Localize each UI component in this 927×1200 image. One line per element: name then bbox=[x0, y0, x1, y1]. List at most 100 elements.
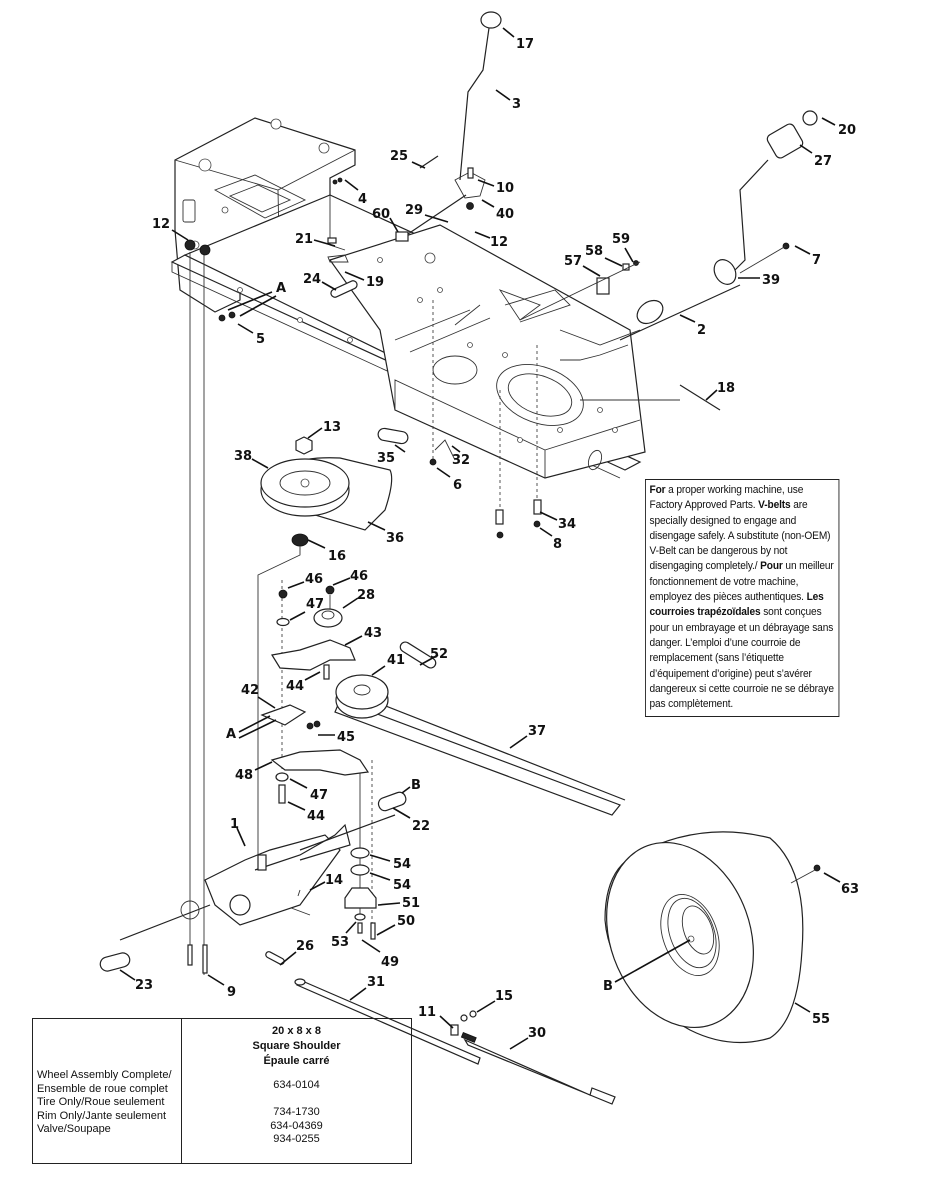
table-header: Épaule carré bbox=[263, 1055, 330, 1067]
svg-text:24: 24 bbox=[303, 272, 321, 287]
svg-text:51: 51 bbox=[402, 896, 420, 911]
svg-text:17: 17 bbox=[516, 37, 534, 52]
engine-pulley-assembly bbox=[260, 436, 393, 547]
callout-54-top: 54 bbox=[369, 854, 411, 872]
svg-text:28: 28 bbox=[357, 588, 375, 603]
callout-45: 45 bbox=[318, 730, 355, 745]
svg-text:22: 22 bbox=[412, 819, 430, 834]
callout-31: 31 bbox=[349, 975, 385, 1001]
callout-60: 60 bbox=[372, 207, 399, 233]
note-en-bold-2: V-belts bbox=[758, 499, 791, 512]
idler-bracket-assembly bbox=[260, 585, 370, 804]
note-fr-bold-2: Les courroies trapézoïdales bbox=[649, 591, 824, 619]
row-desc: Tire Only/Roue seulement bbox=[37, 1096, 165, 1108]
svg-text:39: 39 bbox=[762, 273, 780, 288]
svg-text:29: 29 bbox=[405, 203, 423, 218]
svg-text:52: 52 bbox=[430, 647, 448, 662]
svg-text:5: 5 bbox=[256, 332, 265, 347]
callout-39: 39 bbox=[738, 273, 780, 288]
callout-36: 36 bbox=[367, 521, 404, 546]
row-value: 934-0255 bbox=[273, 1133, 320, 1145]
svg-text:9: 9 bbox=[227, 985, 236, 1000]
callout-32: 32 bbox=[451, 445, 470, 468]
svg-text:63: 63 bbox=[841, 882, 859, 897]
callout-49: 49 bbox=[361, 939, 399, 970]
callout-52: 52 bbox=[419, 647, 448, 666]
svg-text:25: 25 bbox=[390, 149, 408, 164]
table-header: Square Shoulder bbox=[252, 1040, 341, 1052]
callout-24: 24 bbox=[303, 272, 337, 291]
callout-19: 19 bbox=[344, 271, 384, 290]
callout-14: 14 bbox=[309, 873, 343, 891]
svg-text:A: A bbox=[226, 727, 236, 742]
svg-text:50: 50 bbox=[397, 914, 415, 929]
callout-23: 23 bbox=[119, 969, 153, 993]
row-desc: Rim Only/Jante seulement bbox=[37, 1109, 166, 1122]
svg-text:B: B bbox=[603, 979, 613, 994]
svg-text:3: 3 bbox=[512, 97, 521, 112]
callout-A-mid: A bbox=[226, 715, 277, 742]
brake-pedal-assembly bbox=[519, 110, 818, 341]
callout-34: 34 bbox=[539, 511, 576, 532]
callout-47-bottom: 47 bbox=[289, 778, 328, 803]
svg-text:12: 12 bbox=[152, 217, 170, 232]
svg-text:49: 49 bbox=[381, 955, 399, 970]
svg-text:36: 36 bbox=[386, 531, 404, 546]
callout-38: 38 bbox=[234, 449, 269, 469]
callout-48: 48 bbox=[235, 761, 273, 783]
callout-40: 40 bbox=[481, 199, 514, 222]
callouts: 17 3 20 27 25 4 10 40 12 12 29 60 21 19 … bbox=[119, 27, 859, 1050]
transaxle bbox=[99, 791, 407, 974]
callout-55: 55 bbox=[794, 1002, 830, 1027]
callout-18: 18 bbox=[705, 381, 735, 401]
svg-text:32: 32 bbox=[452, 453, 470, 468]
callout-B-wheel: B bbox=[603, 939, 691, 994]
callout-41: 41 bbox=[371, 653, 405, 676]
svg-text:14: 14 bbox=[325, 873, 343, 888]
callout-20: 20 bbox=[821, 117, 856, 138]
svg-text:2: 2 bbox=[697, 323, 706, 338]
wheel-parts-table: Wheel Assembly Complete/ Ensemble de rou… bbox=[32, 1018, 412, 1164]
callout-10: 10 bbox=[477, 179, 514, 196]
note-en-bold-1: For bbox=[649, 484, 666, 496]
row-value: 634-0104 bbox=[273, 1079, 320, 1091]
callout-16: 16 bbox=[307, 539, 346, 564]
callout-27: 27 bbox=[799, 144, 832, 169]
svg-text:10: 10 bbox=[496, 181, 514, 196]
svg-text:35: 35 bbox=[377, 451, 395, 466]
svg-text:44: 44 bbox=[286, 679, 304, 694]
note-en-text-1: a proper working machine, use Factory Ap… bbox=[649, 484, 804, 512]
misc-hardware bbox=[184, 177, 721, 539]
svg-text:42: 42 bbox=[241, 683, 259, 698]
callout-A-top: A bbox=[227, 281, 286, 317]
table-cell-desc: Wheel Assembly Complete/ Ensemble de rou… bbox=[32, 1018, 182, 1164]
callout-1: 1 bbox=[230, 817, 246, 847]
guide-lines bbox=[189, 252, 680, 975]
svg-text:55: 55 bbox=[812, 1012, 830, 1027]
callout-25: 25 bbox=[390, 149, 426, 169]
svg-text:30: 30 bbox=[528, 1026, 546, 1041]
svg-text:53: 53 bbox=[331, 935, 349, 950]
transmission-pulley-belt bbox=[334, 641, 626, 816]
row-desc: Wheel Assembly Complete/ bbox=[37, 1069, 172, 1081]
svg-text:47: 47 bbox=[310, 788, 328, 803]
callout-54-bottom: 54 bbox=[369, 872, 411, 893]
svg-text:27: 27 bbox=[814, 154, 832, 169]
svg-text:57: 57 bbox=[564, 254, 582, 269]
svg-text:15: 15 bbox=[495, 989, 513, 1004]
callout-3: 3 bbox=[495, 89, 521, 112]
svg-text:B: B bbox=[411, 778, 421, 793]
callout-44-top: 44 bbox=[286, 671, 321, 694]
callout-30: 30 bbox=[509, 1026, 546, 1050]
svg-text:47: 47 bbox=[306, 597, 324, 612]
callout-2: 2 bbox=[679, 314, 706, 338]
note-fr-text-1: un meilleur fonctionnement de votre mach… bbox=[649, 560, 834, 604]
svg-text:46: 46 bbox=[350, 569, 368, 584]
svg-text:4: 4 bbox=[358, 192, 367, 207]
callout-12-right: 12 bbox=[474, 231, 508, 250]
svg-text:34: 34 bbox=[558, 517, 576, 532]
control-rods bbox=[294, 978, 616, 1105]
note-fr-bold-1: Pour bbox=[760, 560, 783, 573]
svg-text:43: 43 bbox=[364, 626, 382, 641]
